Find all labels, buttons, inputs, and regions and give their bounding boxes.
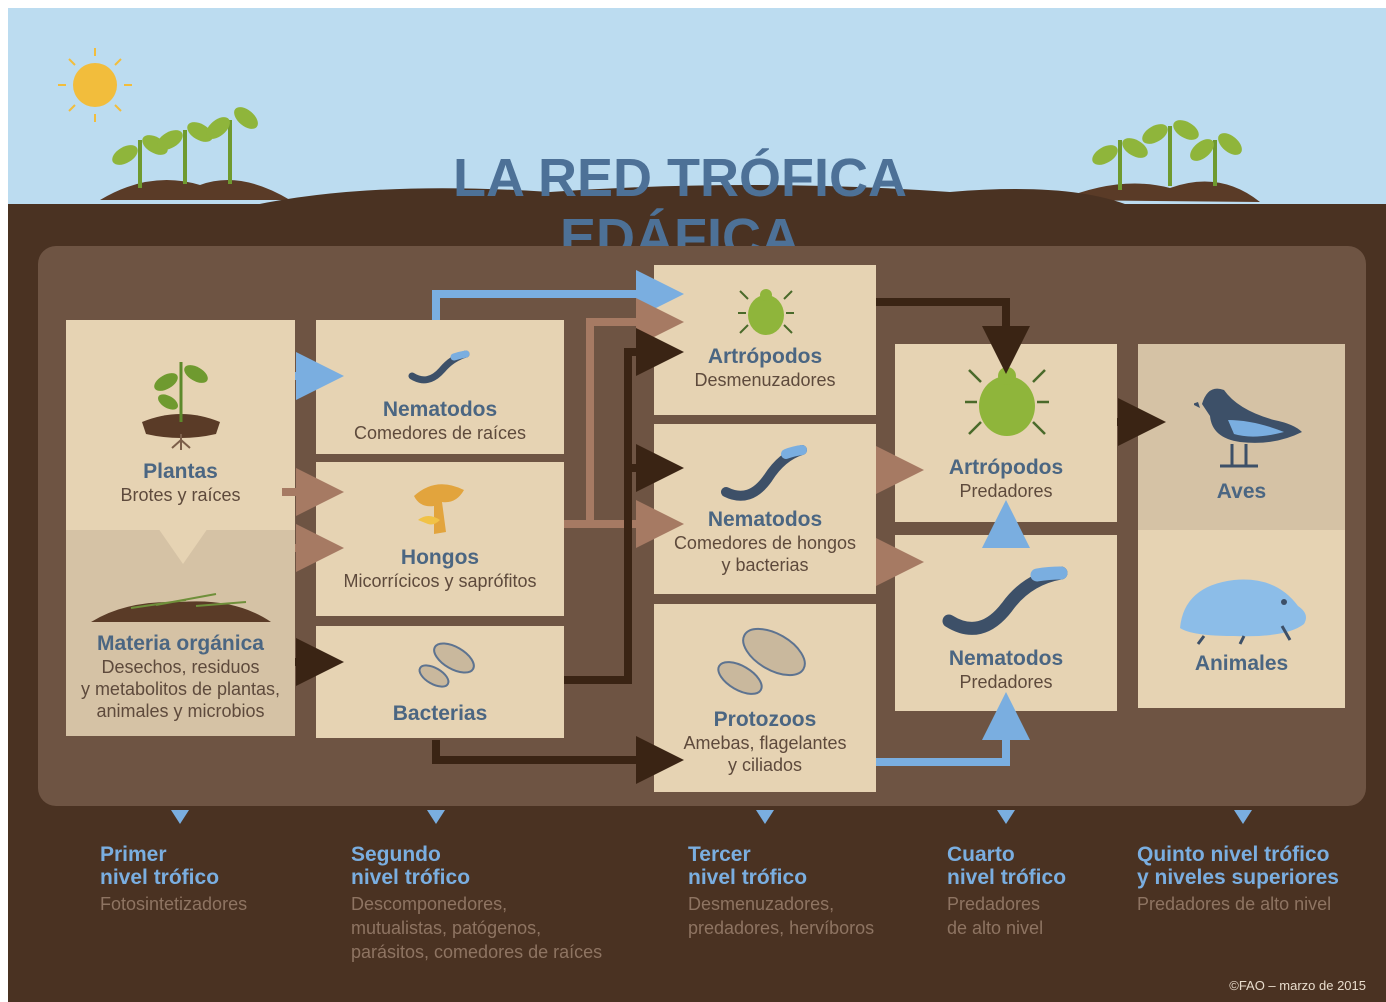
organic-matter-icon	[91, 593, 271, 622]
arrow-bacterias-protozoos	[432, 736, 684, 784]
copyright: ©FAO – marzo de 2015	[1229, 978, 1366, 993]
nematode-icon	[721, 445, 807, 501]
box-aves: Aves	[1138, 344, 1345, 530]
artro-pred-label: Artrópodos	[948, 456, 1064, 479]
nem-raices-sub: Comedores de raíces	[353, 423, 527, 443]
level-2: Segundo nivel trófico Descomponedores, m…	[351, 842, 602, 964]
level-5-desc-1: Predadores de alto nivel	[1137, 894, 1332, 914]
level-4-title-2: nivel trófico	[947, 866, 1067, 889]
level-5: Quinto nivel trófico y niveles superiore…	[1137, 842, 1339, 916]
sky-background	[8, 8, 1386, 206]
animales-label: Animales	[1194, 652, 1289, 675]
speech-notch	[158, 528, 208, 564]
level-3-title-2: nivel trófico	[688, 866, 808, 889]
level-marker	[1234, 810, 1252, 824]
level-3-desc-2: predadores, hervíboros	[688, 918, 875, 938]
level-3: Tercer nivel trófico Desmenuzadores, pre…	[688, 842, 874, 940]
level-marker	[997, 810, 1015, 824]
level-5-title-2: y niveles superiores	[1137, 866, 1339, 889]
arrow-bacterias-artropodos	[564, 328, 684, 684]
nem-pred-label: Nematodos	[948, 647, 1064, 670]
plants-right-icon	[1060, 120, 1260, 202]
plantas-sub: Brotes y raíces	[120, 485, 241, 505]
aves-label: Aves	[1216, 480, 1267, 503]
box-protozoos: Protozoos Amebas, flagelantes y ciliados	[654, 604, 876, 792]
level-4-title-1: Cuarto	[947, 843, 1015, 866]
level-3-desc-1: Desmenuzadores,	[688, 894, 835, 914]
box-nematodos-raices: Nematodos Comedores de raíces	[316, 320, 564, 454]
box-nematodos-hongos: Nematodos Comedores de hongos y bacteria…	[654, 424, 876, 594]
nem-hongos-sub-1: Comedores de hongos	[673, 533, 857, 553]
hongos-label: Hongos	[400, 546, 480, 569]
nematode-icon	[408, 350, 470, 384]
materia-label: Materia orgánica	[97, 632, 264, 655]
materia-sub-3: animales y microbios	[96, 701, 265, 721]
level-1: Primer nivel trófico Fotosintetizadores	[100, 842, 247, 916]
plantas-label: Plantas	[143, 460, 218, 483]
box-plantas: Plantas Brotes y raíces	[66, 320, 295, 530]
level-3-title-1: Tercer	[688, 843, 751, 866]
soil-mound	[250, 185, 1130, 206]
sun-icon	[58, 48, 132, 122]
bird-icon	[1194, 388, 1302, 468]
arrow-nematodos-artropodos	[432, 270, 684, 320]
level-4-desc-1: Predadores	[947, 894, 1041, 914]
artro-pred-sub: Predadores	[959, 481, 1053, 501]
box-animales: Animales	[1138, 530, 1345, 708]
level-2-desc-3: parásitos, comedores de raíces	[351, 942, 603, 962]
arrow-artro-artro-pred	[876, 298, 1030, 374]
level-1-title-2: nivel trófico	[100, 866, 220, 889]
mole-icon	[1180, 579, 1306, 645]
materia-sub-2: y metabolitos de plantas,	[80, 679, 281, 699]
level-1-desc-1: Fotosintetizadores	[100, 894, 248, 914]
box-artropodos-desmenuzadores: Artrópodos Desmenuzadores	[654, 265, 876, 415]
box-bacterias: Bacterias	[316, 626, 564, 738]
plants-left-icon	[100, 107, 290, 200]
protozoos-sub-2: y ciliados	[727, 755, 803, 775]
bacterias-label: Bacterias	[392, 702, 488, 725]
fungi-icon	[414, 484, 464, 534]
box-hongos: Hongos Micorrícicos y saprófitos	[316, 462, 564, 616]
arthropod-icon	[738, 289, 794, 335]
level-2-title-2: nivel trófico	[351, 866, 471, 889]
level-marker	[427, 810, 445, 824]
plant-icon	[142, 362, 220, 450]
level-marker	[171, 810, 189, 824]
artro-desm-label: Artrópodos	[707, 345, 823, 368]
nem-raices-label: Nematodos	[382, 398, 498, 421]
box-materia-organica: Materia orgánica Desechos, residuos y me…	[66, 530, 295, 736]
protozoa-icon	[717, 627, 806, 695]
hongos-sub: Micorrícicos y saprófitos	[343, 571, 537, 591]
nem-pred-sub: Predadores	[959, 672, 1053, 692]
nematode-icon	[942, 566, 1068, 635]
nem-hongos-sub-2: y bacterias	[721, 555, 809, 575]
level-2-desc-1: Descomponedores,	[351, 894, 508, 914]
level-2-title-1: Segundo	[351, 843, 441, 866]
level-1-title-1: Primer	[100, 843, 167, 866]
level-2-desc-2: mutualistas, patógenos,	[351, 918, 542, 938]
materia-sub-1: Desechos, residuos	[101, 657, 260, 677]
page-title: LA RED TRÓFICA EDÁFICA	[453, 148, 907, 268]
arrow-hongos-artropodos	[564, 298, 684, 528]
nem-hongos-label: Nematodos	[707, 508, 823, 531]
level-5-title-1: Quinto nivel trófico	[1137, 843, 1330, 866]
level-4: Cuarto nivel trófico Predadores de alto …	[947, 842, 1066, 940]
protozoos-sub-1: Amebas, flagelantes	[683, 733, 847, 753]
level-marker	[756, 810, 774, 824]
level-4-desc-2: de alto nivel	[947, 918, 1044, 938]
protozoos-label: Protozoos	[713, 708, 817, 731]
artro-desm-sub: Desmenuzadores	[694, 370, 836, 390]
bacteria-icon	[418, 642, 475, 688]
box-nematodos-predadores: Nematodos Predadores	[895, 535, 1117, 711]
arrow-protozoos-nem-pred	[876, 692, 1030, 766]
